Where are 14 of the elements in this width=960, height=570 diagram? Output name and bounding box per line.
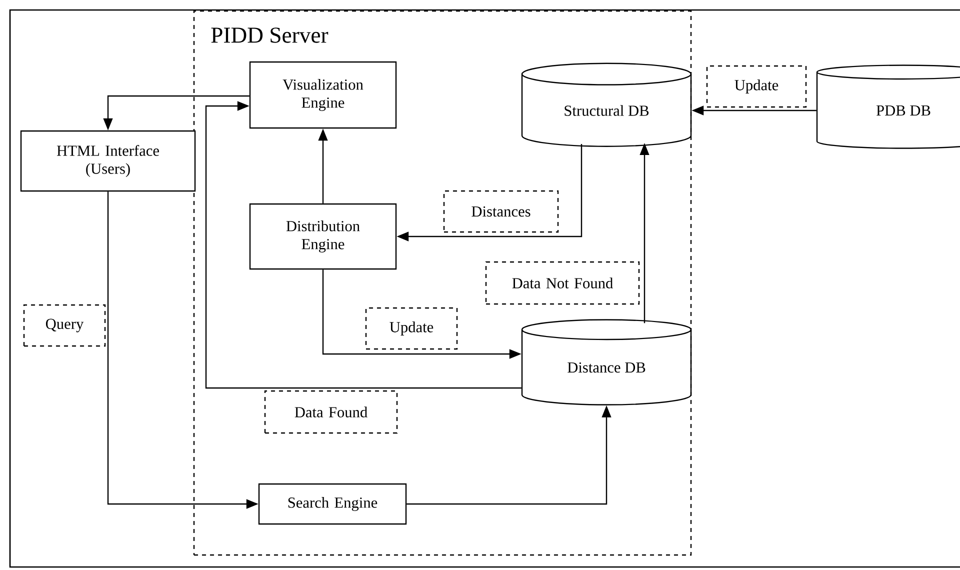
process-box: HTML Interface (Users): [20, 130, 196, 192]
database-cylinder: Distance DB: [521, 319, 692, 406]
process-box: Search Engine: [258, 483, 407, 525]
arrow: [205, 101, 522, 389]
dashed-label-box: Query: [23, 304, 106, 347]
database-cylinder: Structural DB: [521, 62, 692, 147]
database-cylinder: PDB DB: [816, 64, 960, 149]
dashed-label-box: Data Not Found: [485, 261, 640, 305]
process-box: Distribution Engine: [249, 203, 397, 270]
process-box: Visualization Engine: [249, 61, 397, 129]
dashed-label-box: Update: [706, 65, 807, 108]
dashed-label-box: Update: [365, 307, 458, 350]
dashed-label-box: Data Found: [264, 390, 398, 434]
dashed-label-box: Distances: [443, 190, 559, 233]
